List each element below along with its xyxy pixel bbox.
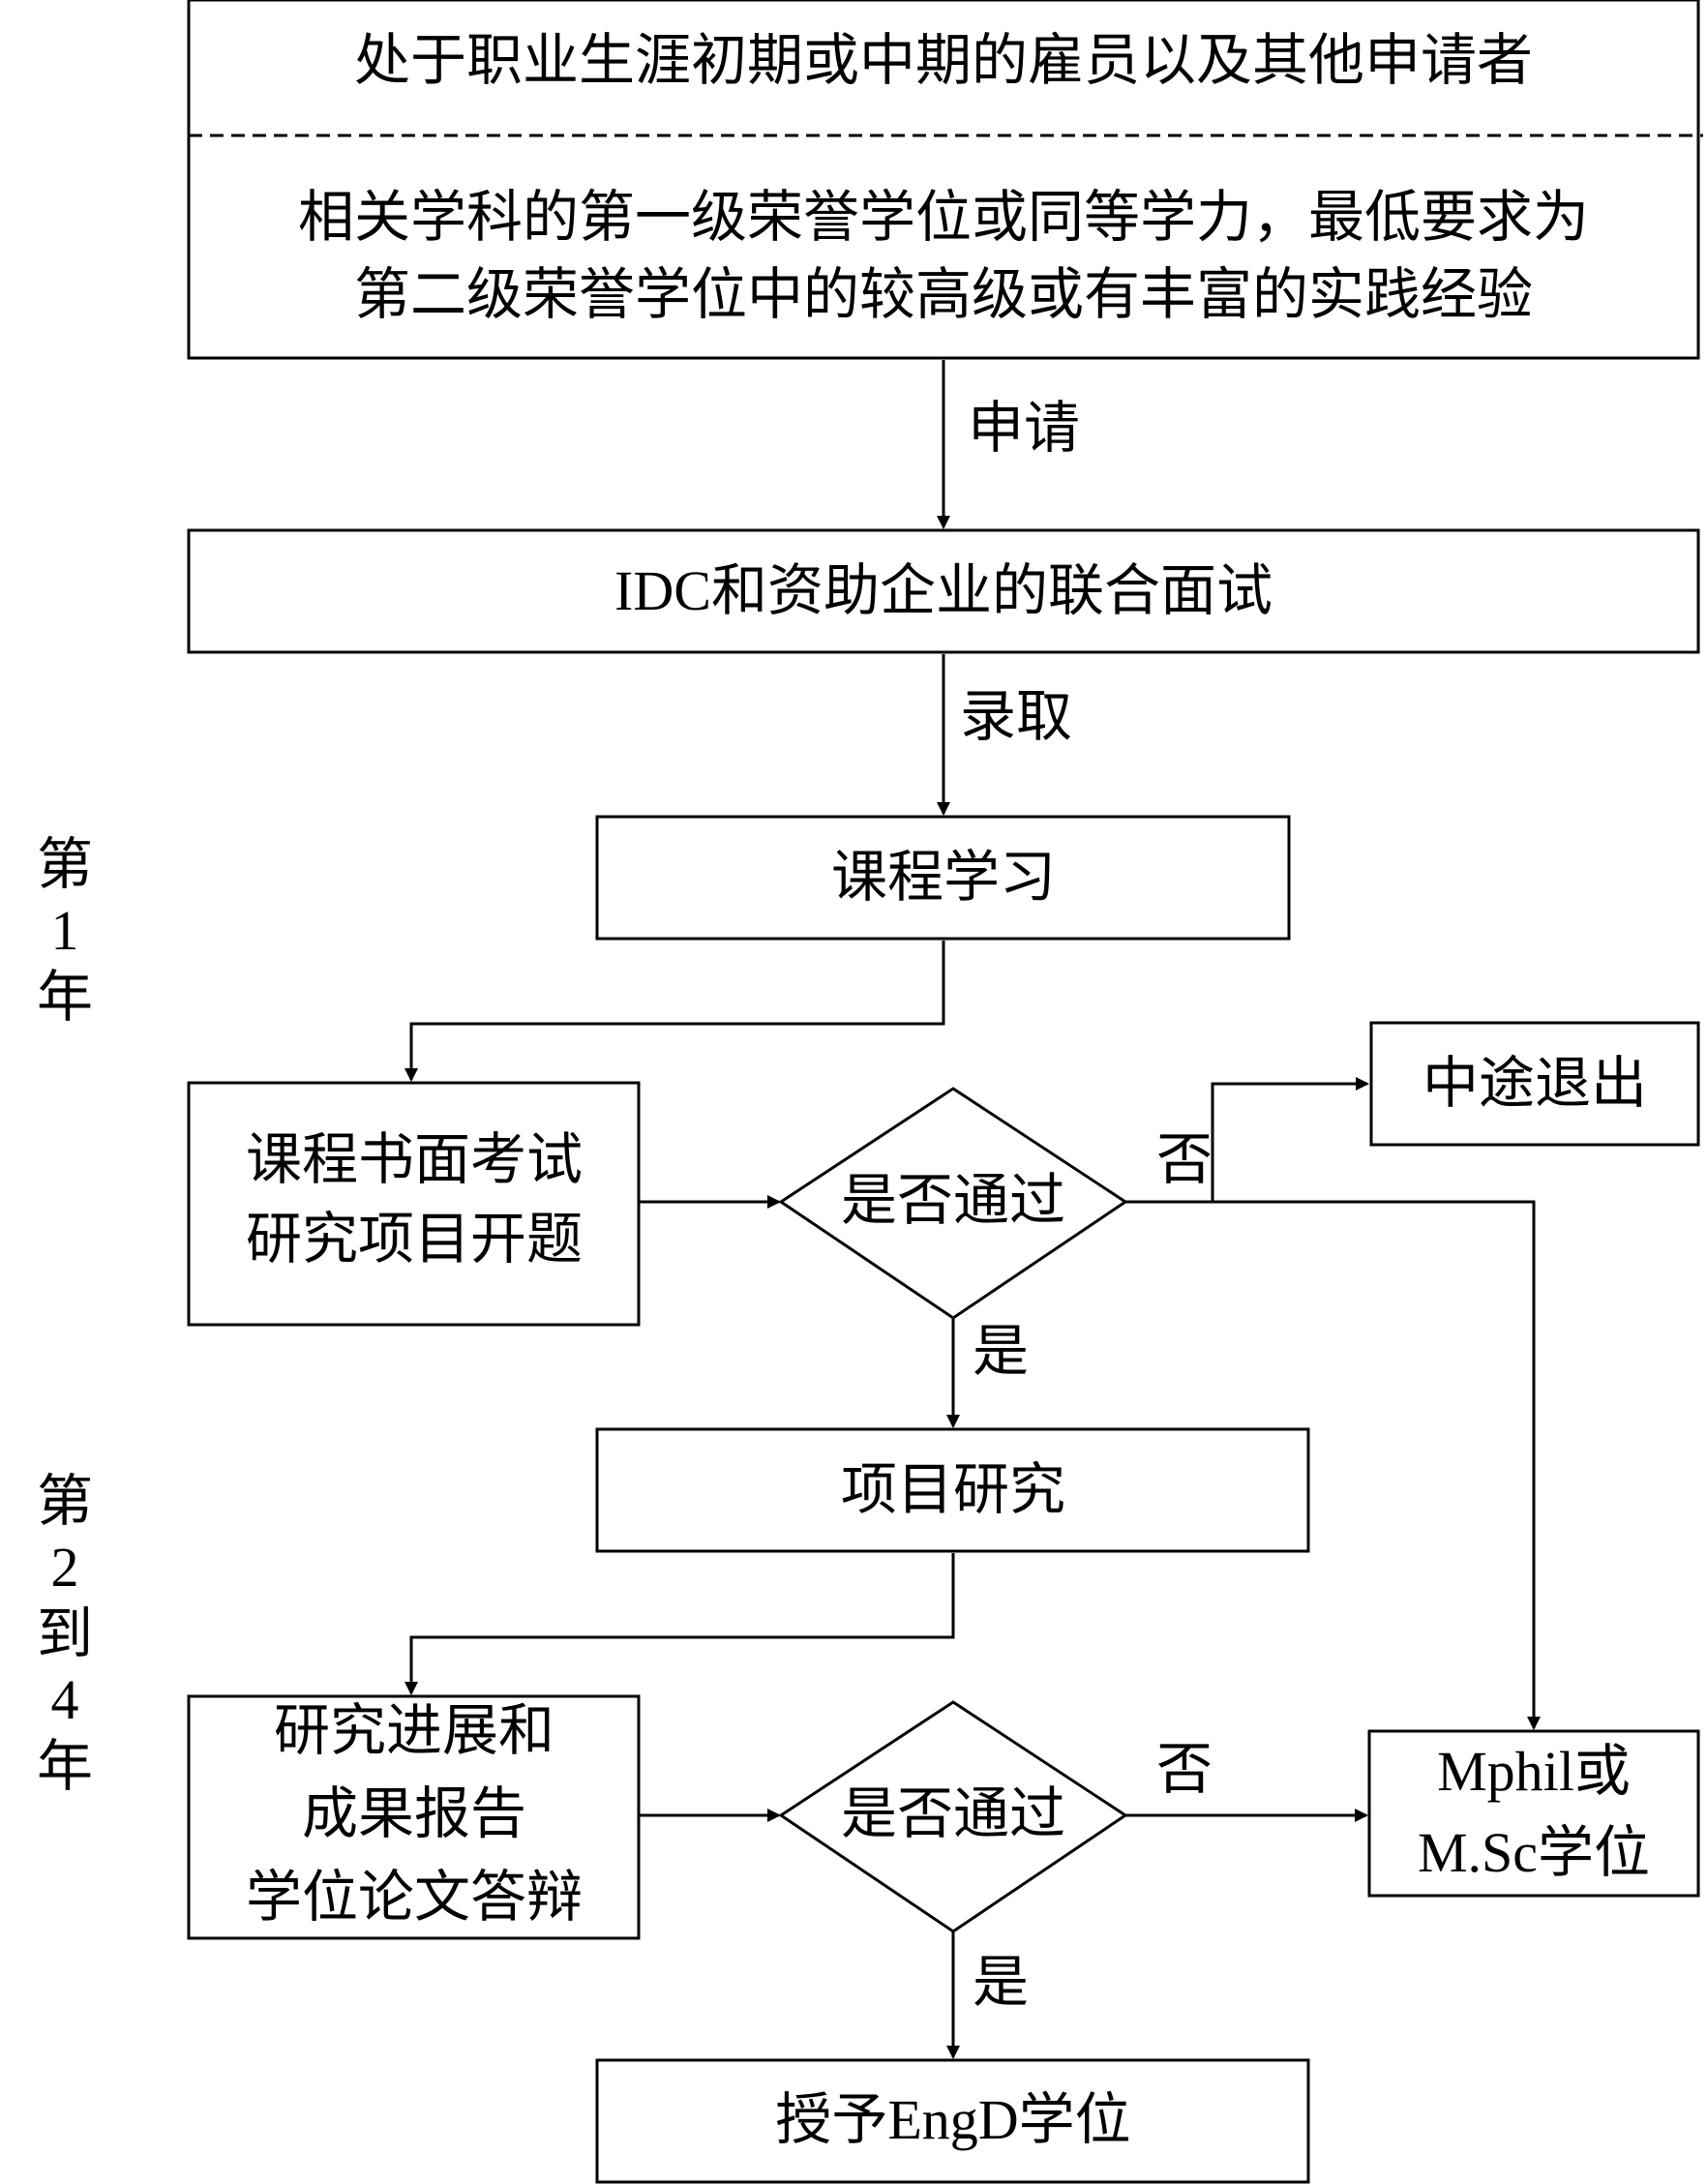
withdraw-label: 中途退出 [1422,1052,1648,1115]
report-box [187,1694,641,1940]
decision1-label: 是否通过 [840,1169,1066,1232]
mphil-box [1367,1729,1700,1898]
mphil-label-line1: Mphil或 [1437,1740,1631,1803]
report-label-line3: 学位论文答辩 [245,1866,584,1929]
year2to4-char-4: 4 [50,1668,79,1732]
eligibility-line2b: 第二级荣誉学位中的较高级或有丰富的实践经验 [353,263,1534,326]
arrow-no1-to-mphil [1213,1200,1541,1730]
year1-char-1: 第 [36,833,93,896]
year2to4-char-3: 到 [36,1601,93,1665]
year2to4-char-5: 年 [36,1734,93,1798]
mphil-label-line2: M.Sc学位 [1417,1821,1651,1884]
edge-label-no2: 否 [1156,1738,1213,1801]
report-label-line2: 成果报告 [301,1782,527,1845]
edge-label-yes1: 是 [973,1320,1030,1383]
eligibility-line1: 处于职业生涯初期或中期的雇员以及其他申请者 [353,29,1534,92]
interview-label: IDC和资助企业的联合面试 [614,559,1273,622]
edge-label-apply: 申请 [968,397,1081,460]
report-label-line1: 研究进展和 [273,1699,555,1762]
engd-label: 授予EngD学位 [775,2088,1131,2151]
edge-label-admit: 录取 [960,685,1073,748]
exam-label-line2: 研究项目开题 [245,1208,584,1271]
eligibility-line2a: 相关学科的第一级荣誉学位或同等学力，最低要求为 [297,186,1590,249]
arrow-no1-to-withdraw [1125,1077,1369,1204]
interview-box [187,528,1700,654]
coursework-box [595,815,1291,941]
research-box [595,1427,1310,1553]
exam-label-line1: 课程书面考试 [245,1128,584,1191]
arrow-research-to-report [404,1553,955,1695]
eligibility-box [187,0,1700,360]
edge-label-yes2: 是 [973,1951,1030,2014]
year1-char-2: 1 [50,899,79,963]
engd-box [595,2058,1310,2184]
year1-label: 第 1 年 [31,832,99,1031]
year2to4-char-2: 2 [50,1536,79,1600]
coursework-label: 课程学习 [830,846,1057,909]
arrow-coursework-to-exam [404,941,945,1082]
research-label: 项目研究 [840,1458,1066,1521]
withdraw-box [1369,1021,1700,1147]
edge-label-no1: 否 [1156,1128,1213,1191]
year2to4-char-1: 第 [36,1470,93,1533]
year1-char-3: 年 [36,965,93,1029]
exam-box [187,1081,641,1327]
decision2-label: 是否通过 [840,1782,1066,1845]
year2to4-label: 第 2 到 4 年 [31,1469,99,1800]
